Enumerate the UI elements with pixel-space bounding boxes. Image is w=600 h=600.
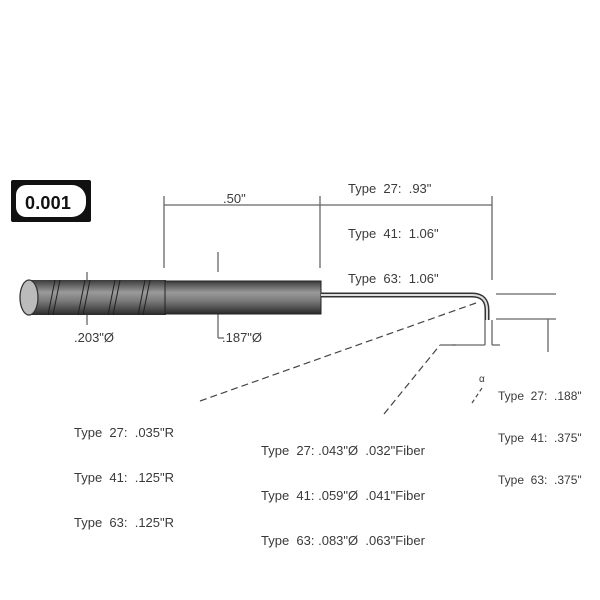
value: .035"R	[134, 425, 175, 440]
badge-cylinder-icon: 0.001	[16, 185, 86, 217]
type-label: Type 41:	[261, 488, 315, 503]
value: .188"	[554, 389, 582, 403]
type-label: Type 41:	[498, 431, 548, 445]
tolerance-badge: 0.001	[11, 180, 91, 222]
type-label: Type 41:	[348, 226, 402, 241]
type-label: Type 27:	[261, 443, 315, 458]
value: .059"Ø .041"Fiber	[318, 488, 425, 503]
type-label: Type 27:	[498, 389, 548, 403]
badge-value: 0.001	[25, 193, 72, 213]
value: .083"Ø .063"Fiber	[318, 533, 425, 548]
shank-length-label: .50"	[223, 191, 246, 206]
type-label: Type 63:	[74, 515, 128, 530]
value: .93"	[408, 181, 432, 196]
knurl-diameter-label: .203"Ø	[74, 330, 115, 345]
bend-radius-label: Type 27: .035"R Type 41: .125"R Type 63:…	[74, 395, 174, 545]
type-label: Type 41:	[74, 470, 128, 485]
value: .375"	[554, 431, 582, 445]
tip-diameter-fiber-label: Type 27: .043"Ø .032"Fiber Type 41: .059…	[261, 413, 425, 563]
type-label: Type 27:	[74, 425, 128, 440]
value: .125"R	[134, 470, 175, 485]
type-label: Type 63:	[261, 533, 315, 548]
type-label: Type 63:	[348, 271, 402, 286]
type-label: Type 27:	[348, 181, 402, 196]
value: .043"Ø .032"Fiber	[318, 443, 425, 458]
knurled-grip	[19, 279, 166, 316]
value: .125"R	[134, 515, 175, 530]
shank	[164, 280, 322, 315]
type-label: Type 63:	[498, 473, 548, 487]
dimension-lines	[86, 196, 556, 352]
shank-diameter-label: .187"Ø	[222, 330, 263, 345]
angle-symbol: α	[479, 374, 485, 385]
value: 1.06"	[408, 271, 439, 286]
tip-length-label: Type 27: .188" Type 41: .375" Type 63: .…	[498, 361, 582, 501]
value: .375"	[554, 473, 582, 487]
extension-length-label: Type 27: .93" Type 41: 1.06" Type 63: 1.…	[348, 151, 439, 301]
value: 1.06"	[408, 226, 439, 241]
